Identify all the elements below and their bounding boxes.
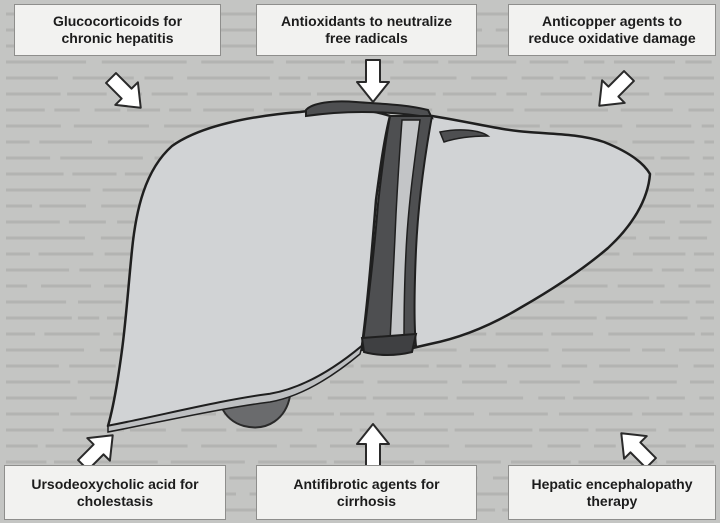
- label-line: therapy: [587, 493, 638, 510]
- label-anticopper: Anticopper agents to reduce oxidative da…: [508, 4, 716, 56]
- label-line: cirrhosis: [337, 493, 396, 510]
- label-line: Antioxidants to neutralize: [281, 13, 452, 30]
- label-line: Glucocorticoids for: [53, 13, 182, 30]
- label-ursodeoxycholic: Ursodeoxycholic acid for cholestasis: [4, 465, 226, 520]
- label-line: free radicals: [325, 30, 408, 47]
- label-hepatic-encephalopathy: Hepatic encephalopathy therapy: [508, 465, 716, 520]
- arrow-bottom-center: [357, 424, 389, 466]
- hilum: [362, 334, 416, 355]
- label-line: chronic hepatitis: [61, 30, 173, 47]
- label-antioxidants: Antioxidants to neutralize free radicals: [256, 4, 477, 56]
- label-antifibrotic: Antifibrotic agents for cirrhosis: [256, 465, 477, 520]
- label-line: Ursodeoxycholic acid for: [31, 476, 198, 493]
- label-line: Hepatic encephalopathy: [531, 476, 692, 493]
- arrow-top-left: [100, 67, 152, 119]
- arrow-top-right: [588, 65, 640, 117]
- label-line: cholestasis: [77, 493, 153, 510]
- label-line: Anticopper agents to: [542, 13, 682, 30]
- label-glucocorticoids: Glucocorticoids for chronic hepatitis: [14, 4, 221, 56]
- liver-right-lobe: [108, 109, 390, 426]
- label-line: reduce oxidative damage: [528, 30, 695, 47]
- label-line: Antifibrotic agents for: [293, 476, 439, 493]
- liver-left-lobe: [403, 116, 650, 350]
- arrow-top-center: [357, 60, 389, 102]
